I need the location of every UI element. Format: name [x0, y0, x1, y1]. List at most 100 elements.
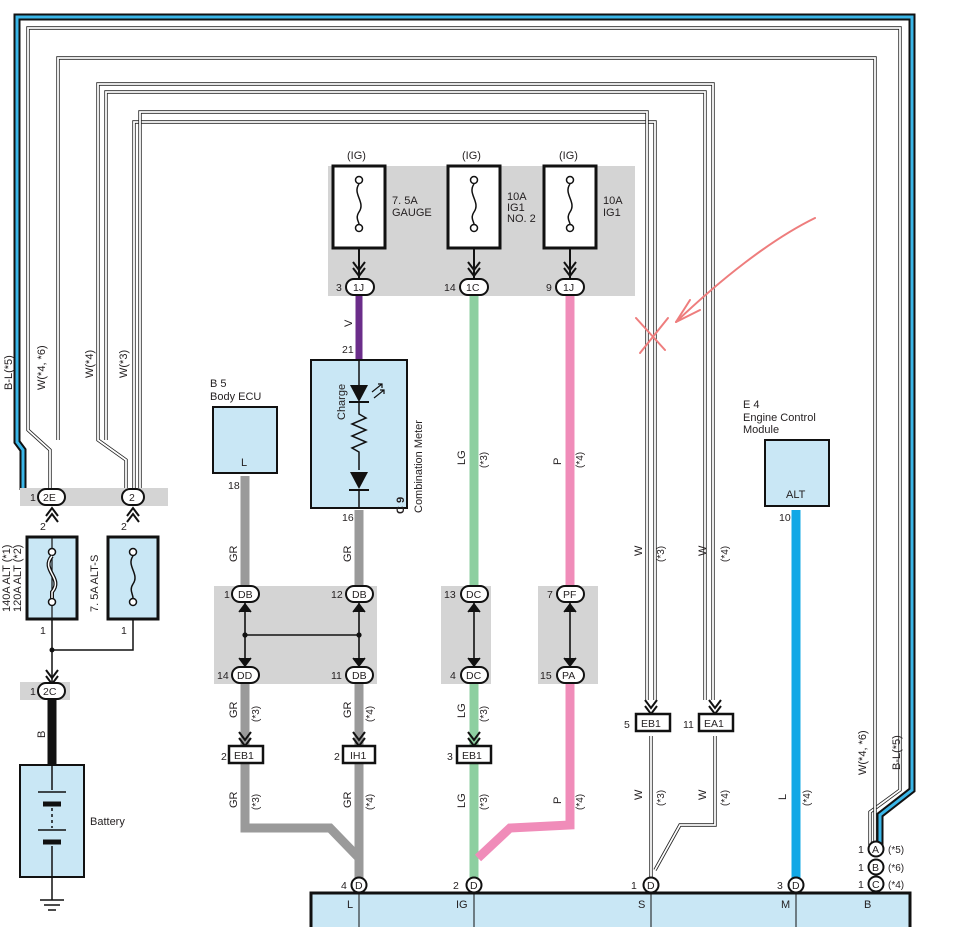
- ecm-name: Engine Control: [743, 412, 816, 424]
- alt-terminal-s: S: [638, 899, 645, 911]
- alt-terminal-b: B: [864, 899, 871, 911]
- svg-text:P: P: [552, 458, 564, 465]
- connector-2c: 1 2C: [30, 682, 66, 700]
- svg-text:(*3): (*3): [479, 794, 490, 810]
- svg-text:GR: GR: [342, 545, 354, 562]
- svg-text:120A ALT (*2): 120A ALT (*2): [12, 545, 24, 612]
- meter-code: C 9: [395, 497, 407, 514]
- svg-text:(*4): (*4): [365, 794, 376, 810]
- svg-text:EB1: EB1: [462, 750, 482, 762]
- svg-text:1J: 1J: [353, 282, 364, 294]
- svg-text:(*3): (*3): [251, 706, 262, 722]
- connector-db-12: 12 DB: [331, 585, 374, 603]
- label-w3: W(*3): [118, 350, 130, 378]
- outer-wires: [13, 13, 916, 845]
- body-ecu-name: Body ECU: [210, 391, 261, 403]
- svg-text:1: 1: [40, 625, 46, 637]
- svg-text:DB: DB: [352, 670, 367, 682]
- svg-text:3: 3: [447, 751, 453, 763]
- svg-text:PF: PF: [563, 589, 576, 601]
- alt-terminal-l: L: [347, 899, 353, 911]
- fuse-name-1: GAUGE: [392, 207, 432, 219]
- svg-text:1: 1: [30, 492, 36, 504]
- svg-text:DC: DC: [466, 589, 482, 601]
- svg-text:GR: GR: [228, 701, 240, 718]
- wire-bl-outer-core: [15, 15, 914, 845]
- svg-text:9: 9: [546, 282, 552, 294]
- svg-text:11: 11: [331, 670, 342, 682]
- body-ecu: B 5 Body ECU L 18: [210, 378, 278, 492]
- fuse-rating-3: 10A: [603, 195, 623, 207]
- svg-text:PA: PA: [562, 670, 575, 682]
- svg-text:(*6): (*6): [888, 863, 904, 874]
- svg-text:11: 11: [683, 719, 694, 731]
- battery: Battery: [19, 764, 125, 878]
- alt-pin-ig: 2 D: [453, 876, 483, 894]
- svg-text:(*3): (*3): [479, 452, 490, 468]
- svg-text:12: 12: [331, 589, 343, 601]
- fuse-supply-2: (IG): [462, 150, 481, 162]
- svg-text:2: 2: [121, 521, 127, 533]
- svg-text:(*3): (*3): [251, 794, 262, 810]
- fuse-ig1: (IG) 10A IG1: [542, 150, 623, 250]
- ecm-name2: Module: [743, 424, 779, 436]
- label-w46: W(*4, *6): [36, 345, 48, 390]
- svg-text:2: 2: [453, 880, 459, 892]
- fuse-name2-2: NO. 2: [507, 213, 536, 225]
- svg-text:LG: LG: [456, 450, 468, 465]
- fuse-alt-s: 7. 5A ALT-S: [89, 535, 160, 621]
- engine-control-module: E 4 Engine Control Module ALT 10: [743, 399, 830, 524]
- svg-text:L: L: [777, 794, 789, 800]
- annotation-arrow: [635, 217, 816, 354]
- svg-text:140A ALT (*1): 140A ALT (*1): [1, 545, 13, 612]
- svg-text:IH1: IH1: [350, 750, 367, 762]
- battery-label: Battery: [90, 816, 125, 828]
- connector-dd-14: 14 DD: [217, 666, 260, 684]
- svg-text:2: 2: [334, 751, 340, 763]
- meter-name: Combination Meter: [413, 420, 425, 513]
- svg-text:14: 14: [217, 670, 229, 682]
- svg-text:P: P: [552, 797, 564, 804]
- fuse-alt-main: 140A ALT (*1) 120A ALT (*2): [1, 535, 79, 621]
- svg-text:1: 1: [858, 844, 864, 856]
- svg-text:D: D: [355, 880, 363, 892]
- svg-text:GR: GR: [342, 791, 354, 808]
- connector-2e: 1 2E: [30, 488, 66, 506]
- alt-pin-l: 4 D: [341, 876, 368, 894]
- ecm-terminal: ALT: [786, 489, 806, 501]
- ecm-code: E 4: [743, 399, 760, 411]
- svg-text:1: 1: [858, 879, 864, 891]
- resistor-icon: [350, 402, 368, 470]
- fuse-supply-3: (IG): [559, 150, 578, 162]
- svg-text:2C: 2C: [43, 686, 57, 698]
- inline-eb1-lg: 3 EB1: [447, 731, 493, 765]
- svg-text:1: 1: [631, 880, 637, 892]
- svg-text:A: A: [872, 844, 879, 856]
- connector-2: 2: [121, 488, 145, 506]
- svg-text:(*3): (*3): [656, 790, 667, 806]
- svg-text:7. 5A ALT-S: 7. 5A ALT-S: [89, 555, 101, 612]
- alt-terminal-ig: IG: [456, 899, 468, 911]
- svg-text:15: 15: [540, 670, 552, 682]
- svg-text:(*3): (*3): [656, 546, 667, 562]
- svg-text:B-L(*5): B-L(*5): [891, 735, 903, 770]
- fuse-name-3: IG1: [603, 207, 621, 219]
- body-ecu-pin: 18: [228, 480, 240, 492]
- meter-pin-top: 21: [342, 344, 354, 356]
- svg-text:1: 1: [121, 625, 127, 637]
- svg-text:W: W: [633, 545, 645, 556]
- inline-ea1-w: 11 EA1: [683, 699, 735, 733]
- svg-text:2: 2: [129, 492, 135, 504]
- fuse-rating-1: 7. 5A: [392, 195, 418, 207]
- svg-text:W(*4, *6): W(*4, *6): [857, 730, 869, 775]
- svg-text:D: D: [470, 880, 478, 892]
- svg-text:3: 3: [336, 282, 342, 294]
- svg-text:DC: DC: [466, 670, 482, 682]
- svg-text:(*5): (*5): [888, 845, 904, 856]
- label-bl5: B-L(*5): [3, 355, 15, 390]
- svg-text:(*4): (*4): [720, 546, 731, 562]
- svg-text:(*4): (*4): [888, 880, 904, 891]
- svg-text:1: 1: [858, 862, 864, 874]
- connector-1j-ig1: 9 1J: [546, 278, 585, 296]
